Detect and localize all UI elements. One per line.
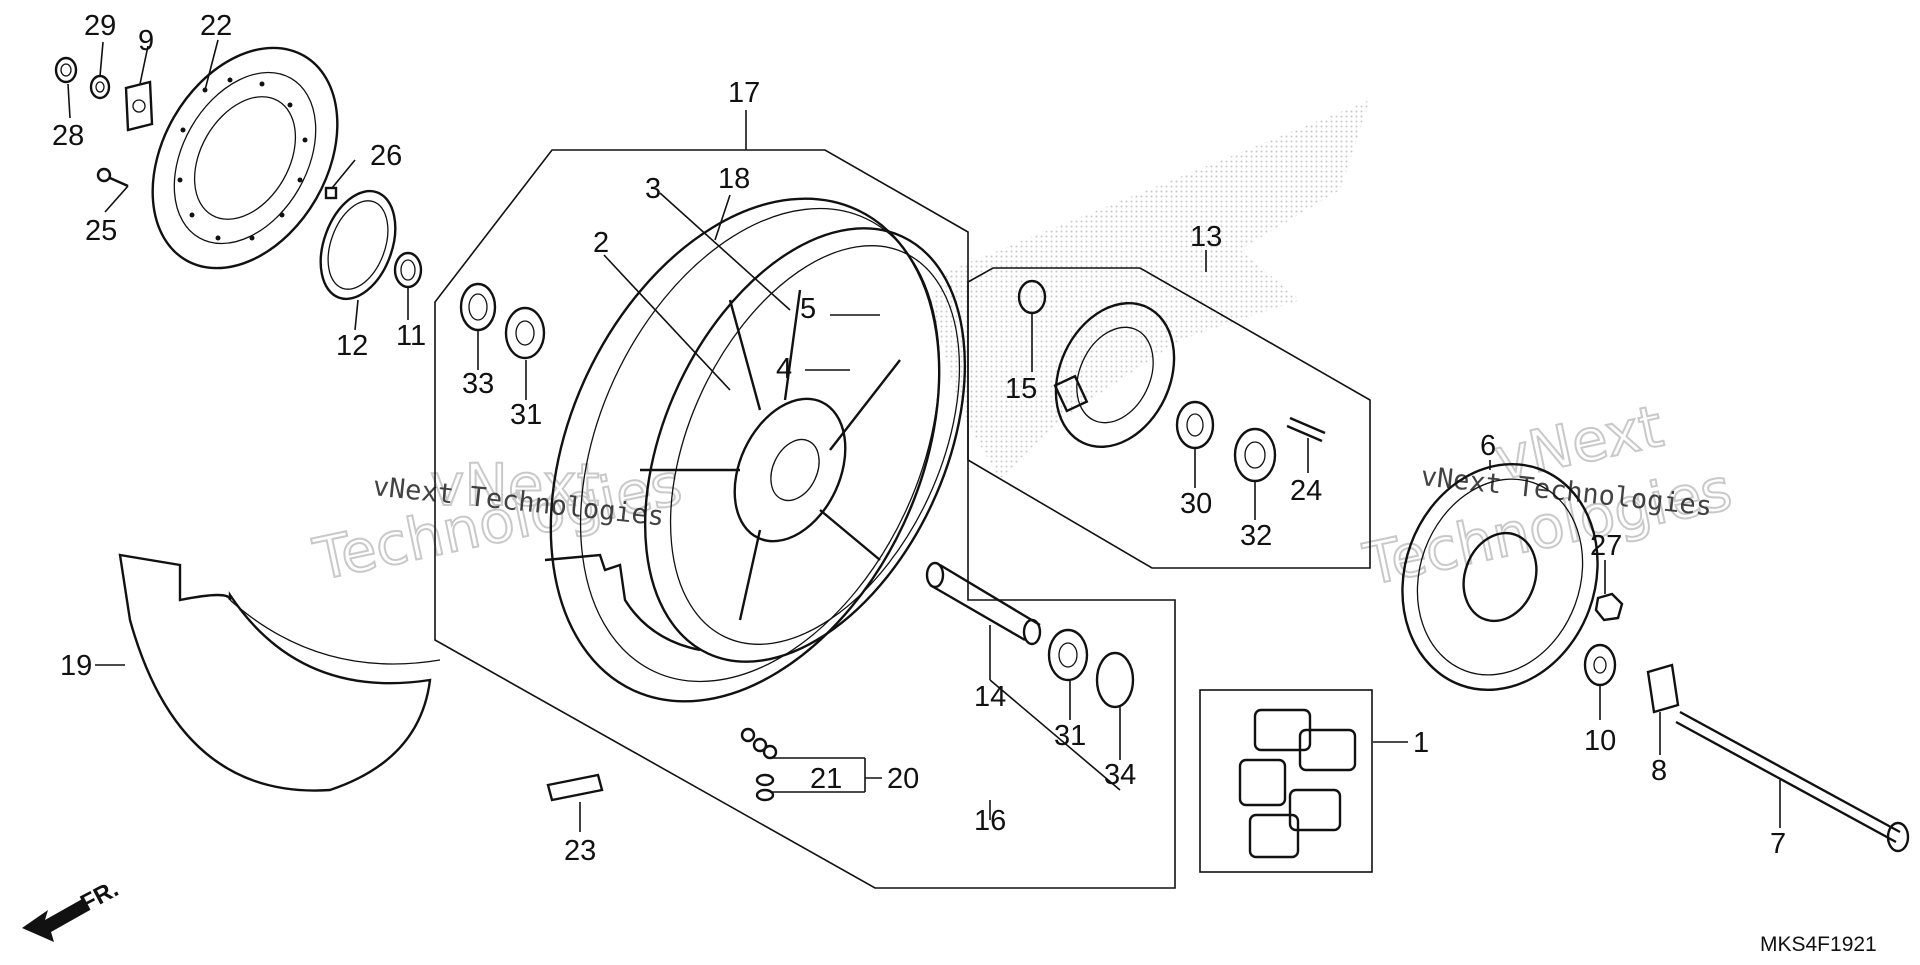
wheel-assembly-box bbox=[434, 149, 1176, 889]
callout-34: 34 bbox=[1104, 759, 1136, 791]
axle-7 bbox=[1675, 710, 1910, 853]
callout-11: 11 bbox=[396, 320, 426, 352]
valve-parts bbox=[740, 727, 778, 802]
nut-28 bbox=[54, 56, 78, 84]
callout-6: 6 bbox=[1480, 430, 1496, 462]
callout-15: 15 bbox=[1005, 373, 1037, 405]
front-arrow-icon bbox=[22, 898, 90, 942]
leader-lines bbox=[67, 39, 1781, 832]
callout-17: 17 bbox=[728, 77, 760, 109]
callout-18: 18 bbox=[718, 163, 750, 195]
rim-band bbox=[118, 553, 441, 792]
balance-weight bbox=[546, 773, 604, 802]
rim-tape bbox=[544, 553, 701, 652]
callout-1: 1 bbox=[1413, 727, 1429, 759]
callout-25: 25 bbox=[85, 215, 117, 247]
bolt-26 bbox=[324, 186, 338, 200]
sprocket bbox=[1401, 462, 1599, 692]
watermark-big-left: vNext bbox=[430, 451, 599, 519]
seal-33 bbox=[459, 282, 497, 332]
bearing-32 bbox=[1233, 427, 1277, 483]
o-ring-34 bbox=[1095, 651, 1135, 709]
callout-12: 12 bbox=[336, 330, 368, 362]
stud-24 bbox=[1286, 416, 1326, 443]
brake-disc bbox=[151, 46, 339, 270]
callout-16: 16 bbox=[974, 805, 1006, 837]
callout-24: 24 bbox=[1290, 475, 1322, 507]
nut-27 bbox=[1594, 592, 1624, 622]
callout-28: 28 bbox=[52, 120, 84, 152]
washer-10 bbox=[1583, 643, 1617, 687]
callout-14: 14 bbox=[974, 681, 1006, 713]
damper-rubbers bbox=[1238, 708, 1357, 859]
bearing-31a bbox=[504, 306, 546, 360]
callout-30: 30 bbox=[1180, 488, 1212, 520]
callout-10: 10 bbox=[1584, 725, 1616, 757]
driven-flange bbox=[1053, 301, 1176, 449]
bearing-31b bbox=[1047, 628, 1089, 682]
callout-labels: 29 9 22 28 26 25 12 11 17 18 3 2 5 4 33 … bbox=[52, 10, 1786, 867]
washer-29 bbox=[89, 74, 111, 100]
rear-wheel bbox=[549, 197, 967, 703]
callout-23: 23 bbox=[564, 835, 596, 867]
adjuster-8 bbox=[1646, 663, 1680, 714]
callout-33: 33 bbox=[462, 368, 494, 400]
callout-21: 21 bbox=[810, 763, 842, 795]
callout-7: 7 bbox=[1770, 828, 1786, 860]
collar-30 bbox=[1175, 400, 1215, 450]
collar-11 bbox=[393, 251, 423, 289]
callout-19: 19 bbox=[60, 650, 92, 682]
callout-20: 20 bbox=[887, 763, 919, 795]
damper-box bbox=[1199, 689, 1373, 873]
callout-32: 32 bbox=[1240, 520, 1272, 552]
collar-14 bbox=[925, 561, 1042, 646]
callout-3: 3 bbox=[645, 173, 661, 205]
callout-5: 5 bbox=[800, 293, 816, 325]
background-shading bbox=[930, 100, 1370, 480]
callout-31b: 31 bbox=[1054, 720, 1086, 752]
callout-27: 27 bbox=[1590, 530, 1622, 562]
bolt-25 bbox=[96, 167, 129, 188]
callout-8: 8 bbox=[1651, 755, 1667, 787]
callout-2: 2 bbox=[593, 227, 609, 259]
hub-assembly-box bbox=[967, 267, 1371, 569]
seal-ring-12 bbox=[319, 189, 397, 301]
callout-22: 22 bbox=[200, 10, 232, 42]
callout-31a: 31 bbox=[510, 399, 542, 431]
callout-13: 13 bbox=[1190, 221, 1222, 253]
callout-9: 9 bbox=[138, 25, 154, 57]
callout-4: 4 bbox=[776, 353, 792, 385]
callout-29: 29 bbox=[84, 10, 116, 42]
plate-9 bbox=[124, 80, 154, 132]
drawing-code: MKS4F1921 bbox=[1760, 933, 1877, 956]
callout-26: 26 bbox=[370, 140, 402, 172]
